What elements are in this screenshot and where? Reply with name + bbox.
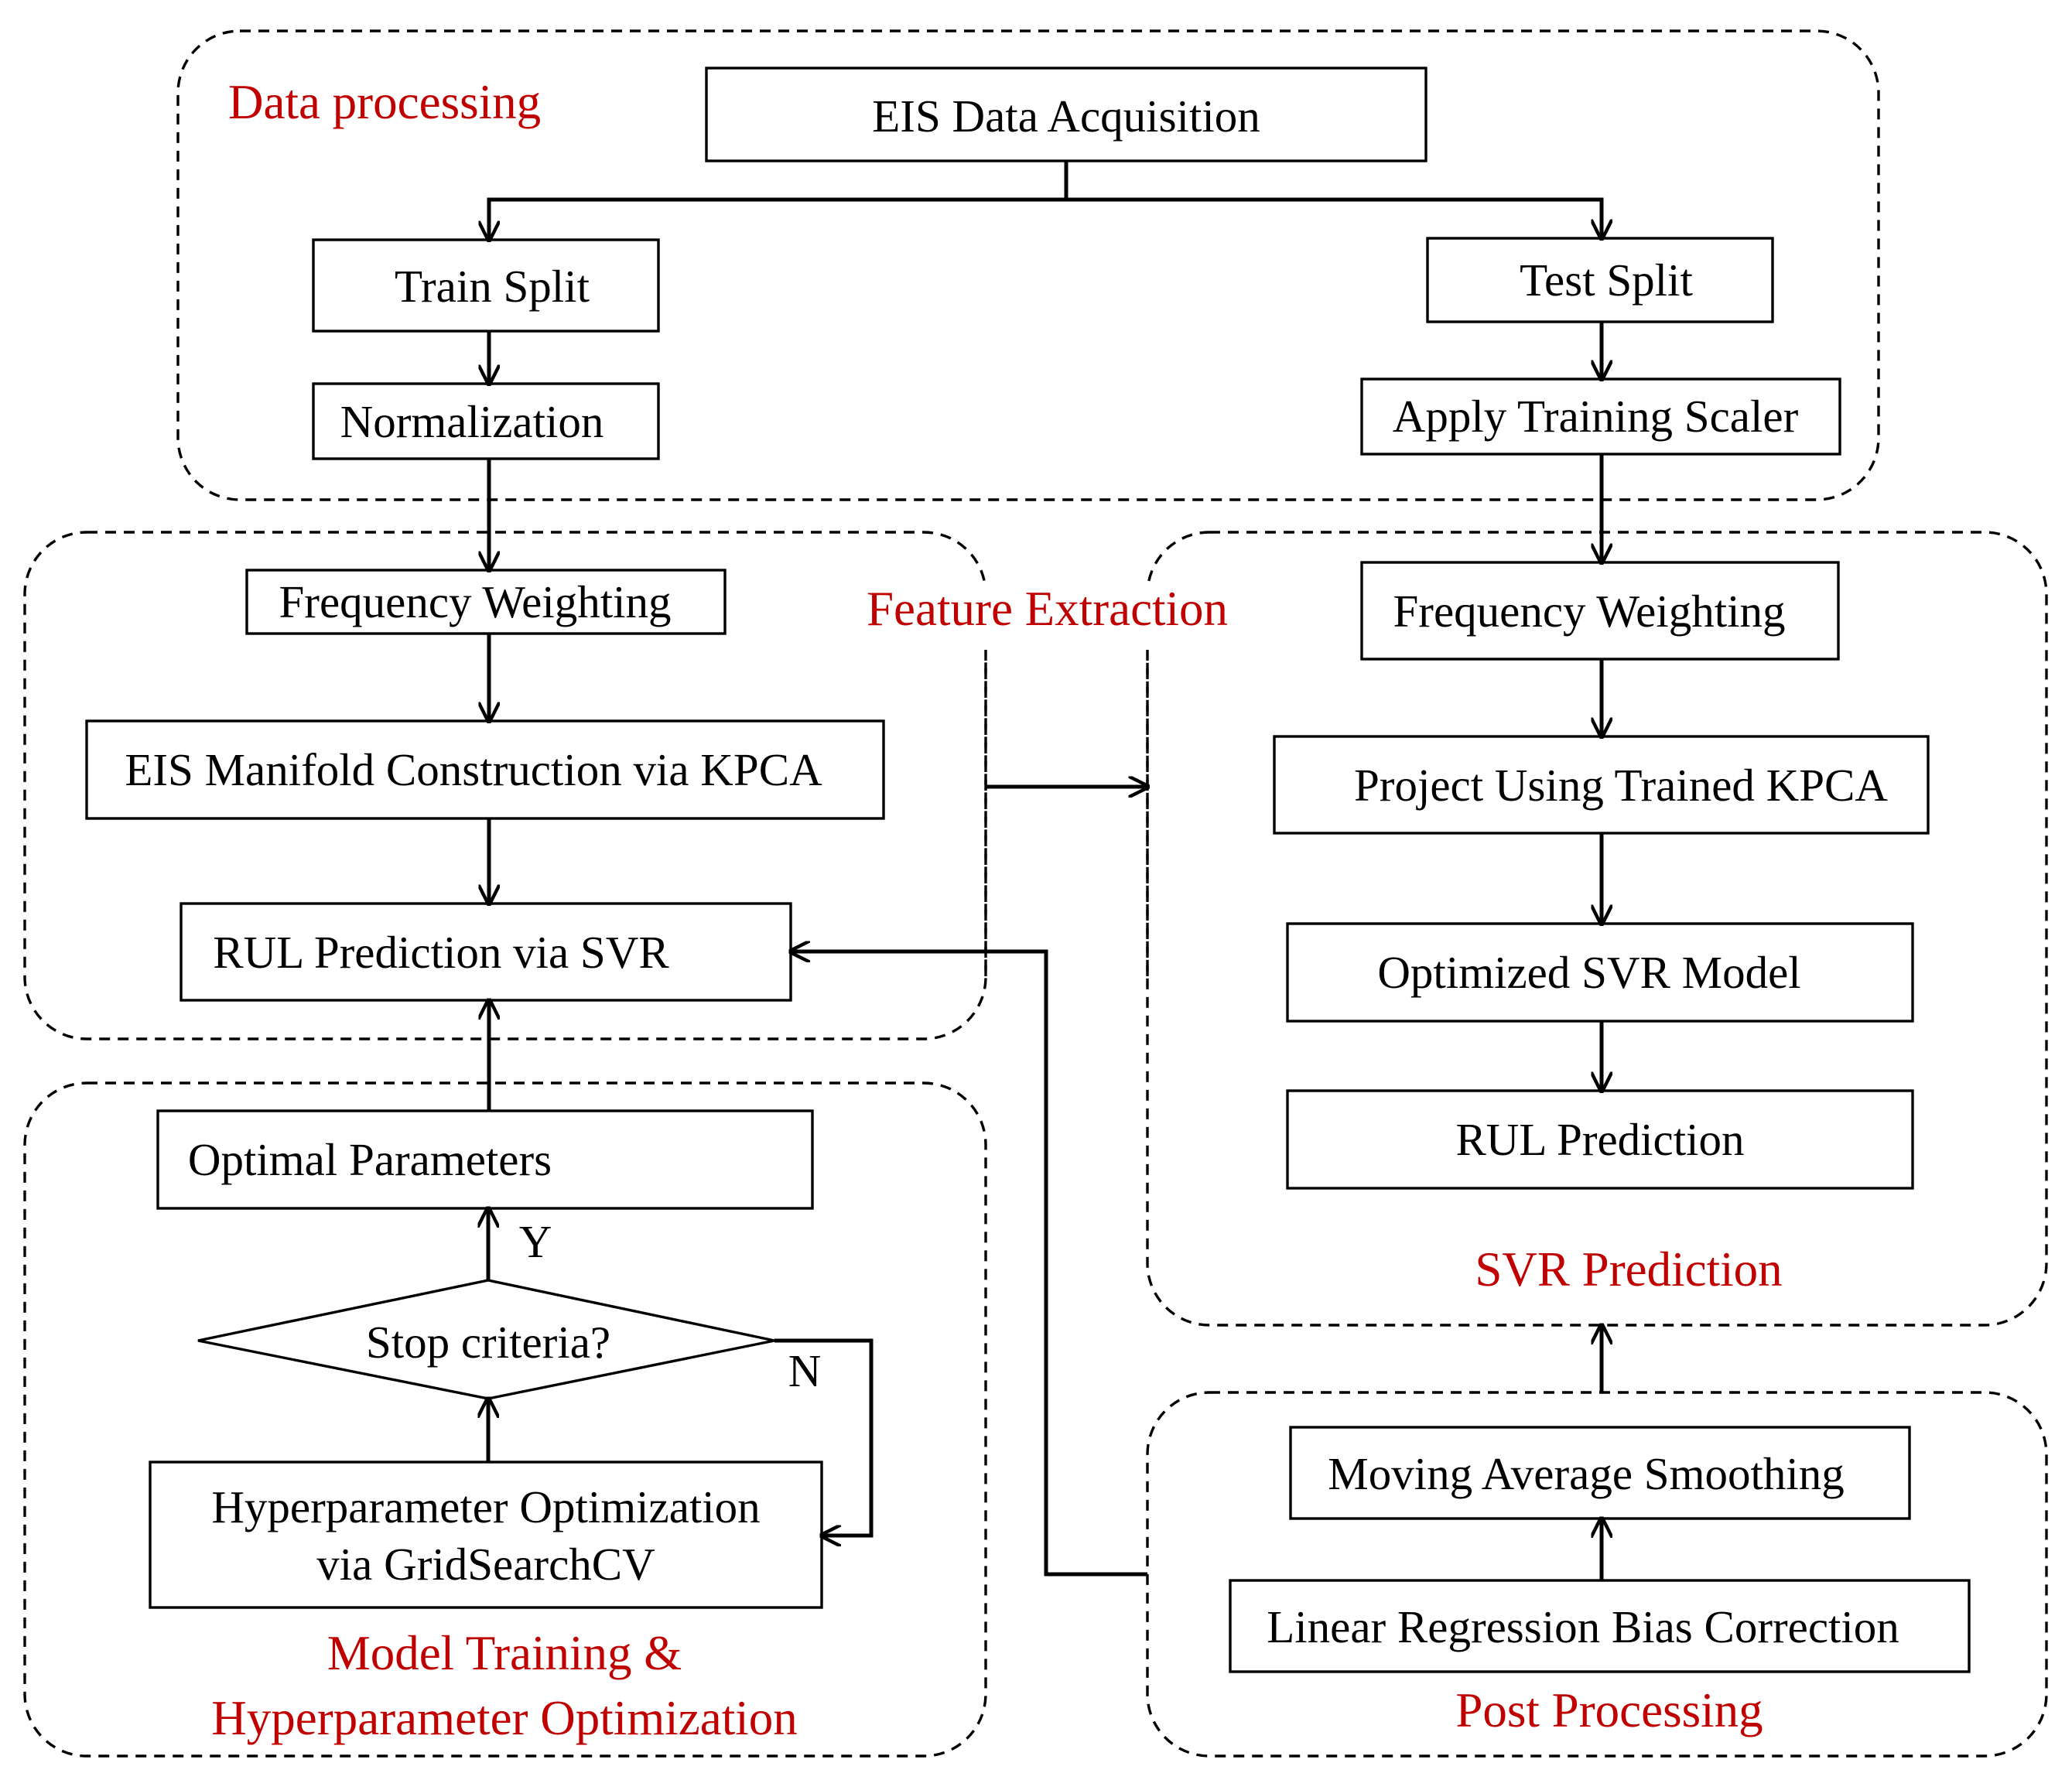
label-test-split: Test Split <box>1520 255 1693 306</box>
arrow-acquisition-to-train <box>489 161 1068 240</box>
box-moving-average <box>1289 1426 1911 1520</box>
group-data-processing <box>176 29 1880 501</box>
box-normalization <box>312 382 660 460</box>
arrow-post-to-rul-svr <box>791 951 1147 1577</box>
label-rul-prediction-svr: RUL Prediction via SVR <box>213 927 669 978</box>
box-frequency-weighting-train <box>245 569 727 635</box>
label-apply-training-scaler: Apply Training Scaler <box>1393 391 1799 442</box>
group-label-feature-extraction: Feature Extraction <box>867 582 1228 636</box>
box-frequency-weighting-test <box>1360 561 1840 661</box>
label-moving-average: Moving Average Smoothing <box>1328 1448 1845 1499</box>
box-test-split <box>1426 237 1774 323</box>
label-optimal-parameters: Optimal Parameters <box>188 1134 552 1185</box>
label-bias-correction: Linear Regression Bias Correction <box>1267 1601 1899 1652</box>
label-decision-no: N <box>788 1345 822 1396</box>
box-bias-correction <box>1229 1579 1971 1673</box>
box-train-split <box>312 238 660 333</box>
box-hyperparameter-optimization <box>149 1461 823 1609</box>
label-train-split: Train Split <box>395 261 590 312</box>
label-decision-yes: Y <box>519 1216 552 1267</box>
label-eis-data-acquisition: EIS Data Acquisition <box>872 91 1260 142</box>
label-kpca-manifold: EIS Manifold Construction via KPCA <box>125 744 822 795</box>
arrow-acquisition-to-test <box>1066 197 1602 238</box>
label-normalization: Normalization <box>340 396 604 447</box>
group-feature-extraction-left <box>23 531 987 1040</box>
box-optimal-parameters <box>156 1109 814 1210</box>
label-optimized-svr: Optimized SVR Model <box>1377 947 1800 998</box>
label-hyperparameter-optimization-1: Hyperparameter Optimization <box>211 1481 760 1532</box>
box-rul-prediction <box>1286 1089 1914 1190</box>
group-label-data-processing: Data processing <box>228 75 541 129</box>
label-hyperparameter-optimization-2: via GridSearchCV <box>316 1539 655 1590</box>
label-stop-criteria: Stop criteria? <box>366 1317 610 1368</box>
box-apply-training-scaler <box>1360 378 1841 456</box>
label-frequency-weighting-train: Frequency Weighting <box>279 576 671 627</box>
label-frequency-weighting-test: Frequency Weighting <box>1393 586 1785 637</box>
group-label-post-processing: Post Processing <box>1455 1683 1763 1737</box>
group-label-svr-prediction: SVR Prediction <box>1475 1242 1782 1297</box>
arrow-decision-no-loop <box>774 1338 874 1536</box>
label-rul-prediction: RUL Prediction <box>1455 1114 1744 1165</box>
group-label-model-training-1: Model Training & <box>327 1626 682 1680</box>
group-model-training <box>23 1081 987 1758</box>
box-kpca-manifold <box>85 719 885 820</box>
label-project-kpca: Project Using Trained KPCA <box>1354 760 1888 811</box>
box-optimized-svr <box>1286 922 1914 1023</box>
group-label-model-training-2: Hyperparameter Optimization <box>211 1691 797 1745</box>
